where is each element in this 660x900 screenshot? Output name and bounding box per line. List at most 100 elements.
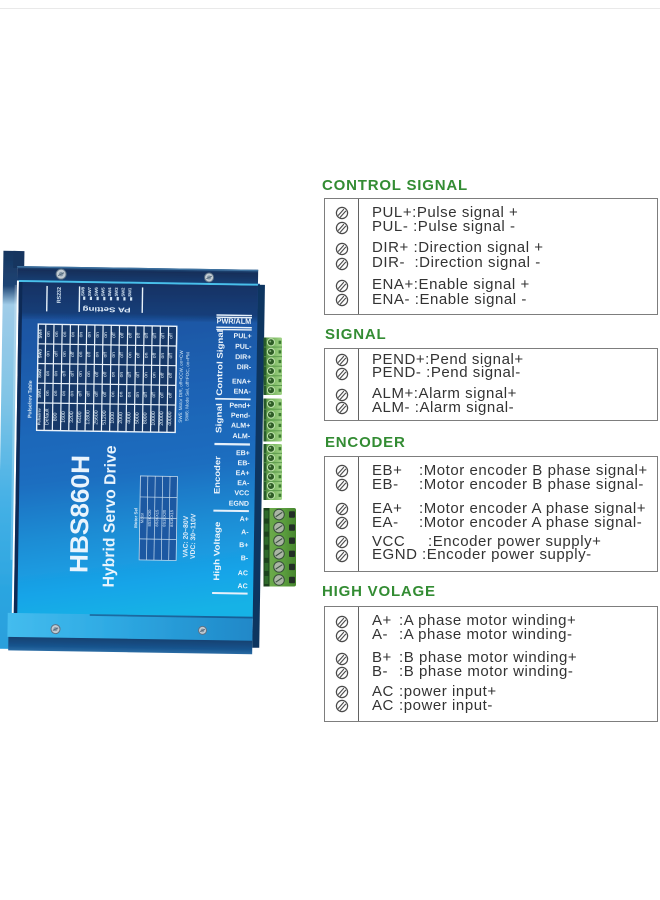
svg-text:EA-: EA- — [237, 480, 250, 487]
svg-text:off: off — [135, 352, 141, 358]
svg-text:on: on — [87, 332, 93, 338]
svg-text:off: off — [152, 352, 158, 358]
svg-text:on: on — [144, 352, 150, 358]
svg-text:on: on — [61, 390, 67, 396]
svg-text:8S1KX30: 8S1KX30 — [162, 509, 167, 527]
svg-text:on: on — [151, 372, 157, 378]
svg-text:RS232: RS232 — [57, 287, 63, 303]
svg-text:on: on — [94, 352, 100, 358]
svg-text:SW4: SW4 — [107, 287, 112, 297]
svg-text:off: off — [136, 332, 142, 338]
svg-text:SW7: SW7 — [87, 286, 92, 296]
svg-text:off: off — [86, 391, 92, 397]
svg-text:A-: A- — [241, 529, 249, 536]
svg-text:VDC: 30~110V: VDC: 30~110V — [190, 513, 198, 559]
svg-text:on: on — [78, 332, 84, 338]
svg-text:off: off — [111, 332, 117, 338]
svg-text:off: off — [159, 392, 165, 398]
svg-text:8S1KX15: 8S1KX15 — [169, 509, 174, 527]
svg-text:SW3: SW3 — [114, 287, 119, 297]
svg-text:SW5: SW5 — [100, 287, 105, 297]
svg-text:PUL-: PUL- — [235, 344, 252, 351]
svg-text:12800: 12800 — [85, 410, 91, 425]
svg-text:EA+: EA+ — [236, 470, 250, 477]
svg-text:6400: 6400 — [77, 411, 83, 423]
svg-text:EGND: EGND — [229, 501, 249, 508]
svg-text:HBS860H: HBS860H — [65, 455, 95, 573]
svg-text:Pend+: Pend+ — [229, 403, 250, 410]
svg-text:on: on — [111, 371, 117, 377]
svg-text:Encoder: Encoder — [213, 455, 223, 494]
svg-text:on: on — [110, 391, 116, 397]
svg-text:20000: 20000 — [159, 411, 165, 426]
svg-text:AC: AC — [238, 583, 248, 590]
svg-text:on: on — [95, 332, 101, 338]
svg-text:EB-: EB- — [238, 460, 251, 467]
svg-text:AC: AC — [238, 570, 248, 577]
svg-text:1000: 1000 — [110, 412, 116, 424]
svg-text:8000: 8000 — [143, 412, 149, 424]
svg-text:off: off — [70, 351, 76, 357]
svg-text:SW2: SW2 — [37, 368, 42, 378]
svg-text:SW8: SW8 — [80, 286, 85, 296]
svg-text:B+: B+ — [239, 542, 248, 549]
svg-text:off: off — [54, 351, 60, 357]
svg-text:SW4: SW4 — [38, 329, 43, 339]
svg-text:SW6: SW6 — [94, 287, 99, 297]
svg-text:on: on — [160, 353, 166, 359]
svg-text:off: off — [152, 332, 158, 338]
svg-text:Control Signal: Control Signal — [215, 330, 225, 396]
svg-text:on: on — [46, 331, 52, 337]
svg-text:on: on — [86, 371, 92, 377]
svg-text:on: on — [78, 351, 84, 357]
svg-text:on: on — [53, 390, 59, 396]
svg-text:off: off — [94, 371, 100, 377]
svg-text:on: on — [45, 390, 51, 396]
svg-text:EB+: EB+ — [236, 450, 250, 457]
svg-text:A+: A+ — [240, 516, 249, 523]
svg-text:SW3: SW3 — [37, 348, 42, 358]
svg-text:off: off — [168, 333, 174, 339]
svg-text:on: on — [54, 331, 60, 337]
svg-text:off: off — [102, 371, 108, 377]
svg-text:8S3KX15: 8S3KX15 — [154, 509, 159, 527]
svg-text:4000: 4000 — [126, 412, 132, 424]
svg-text:off: off — [143, 391, 149, 397]
svg-text:off: off — [102, 391, 108, 397]
svg-text:on: on — [53, 371, 59, 377]
svg-text:on: on — [127, 391, 133, 397]
svg-text:10000: 10000 — [151, 411, 157, 426]
svg-text:1600: 1600 — [61, 411, 67, 423]
svg-text:ENA-: ENA- — [234, 389, 252, 396]
svg-text:off: off — [160, 332, 166, 338]
svg-text:off: off — [168, 352, 174, 358]
svg-text:on: on — [45, 351, 51, 357]
svg-text:SW5: Motor DIR, off=CCW, on=CW: SW5: Motor DIR, off=CCW, on=CW — [178, 350, 184, 423]
svg-text:off: off — [61, 370, 67, 376]
svg-text:5000: 5000 — [134, 412, 140, 424]
svg-text:off: off — [160, 372, 166, 378]
svg-text:VCC: VCC — [234, 490, 249, 497]
svg-text:off: off — [70, 370, 76, 376]
svg-text:DIR+: DIR+ — [235, 354, 251, 361]
svg-text:PUL+: PUL+ — [233, 333, 251, 340]
svg-text:B-: B- — [241, 555, 249, 562]
svg-text:PWR/ALM: PWR/ALM — [217, 316, 252, 326]
svg-text:ENA+: ENA+ — [232, 379, 251, 386]
svg-text:on: on — [119, 372, 125, 378]
svg-text:PA Setting: PA Setting — [83, 305, 131, 313]
svg-text:Signal: Signal — [214, 403, 223, 433]
svg-text:SW1: SW1 — [37, 388, 42, 398]
svg-text:off: off — [94, 391, 100, 397]
svg-text:on: on — [45, 370, 51, 376]
svg-text:Pend-: Pend- — [231, 413, 251, 420]
svg-text:on: on — [62, 331, 68, 337]
svg-text:25600: 25600 — [93, 410, 99, 425]
svg-text:off: off — [103, 351, 109, 357]
svg-text:off: off — [168, 392, 174, 398]
svg-text:on: on — [70, 331, 76, 337]
svg-text:Hybrid Servo Drive: Hybrid Servo Drive — [101, 445, 120, 587]
svg-text:off: off — [77, 390, 83, 396]
svg-text:SW1: SW1 — [127, 287, 132, 297]
svg-text:off: off — [151, 392, 157, 398]
